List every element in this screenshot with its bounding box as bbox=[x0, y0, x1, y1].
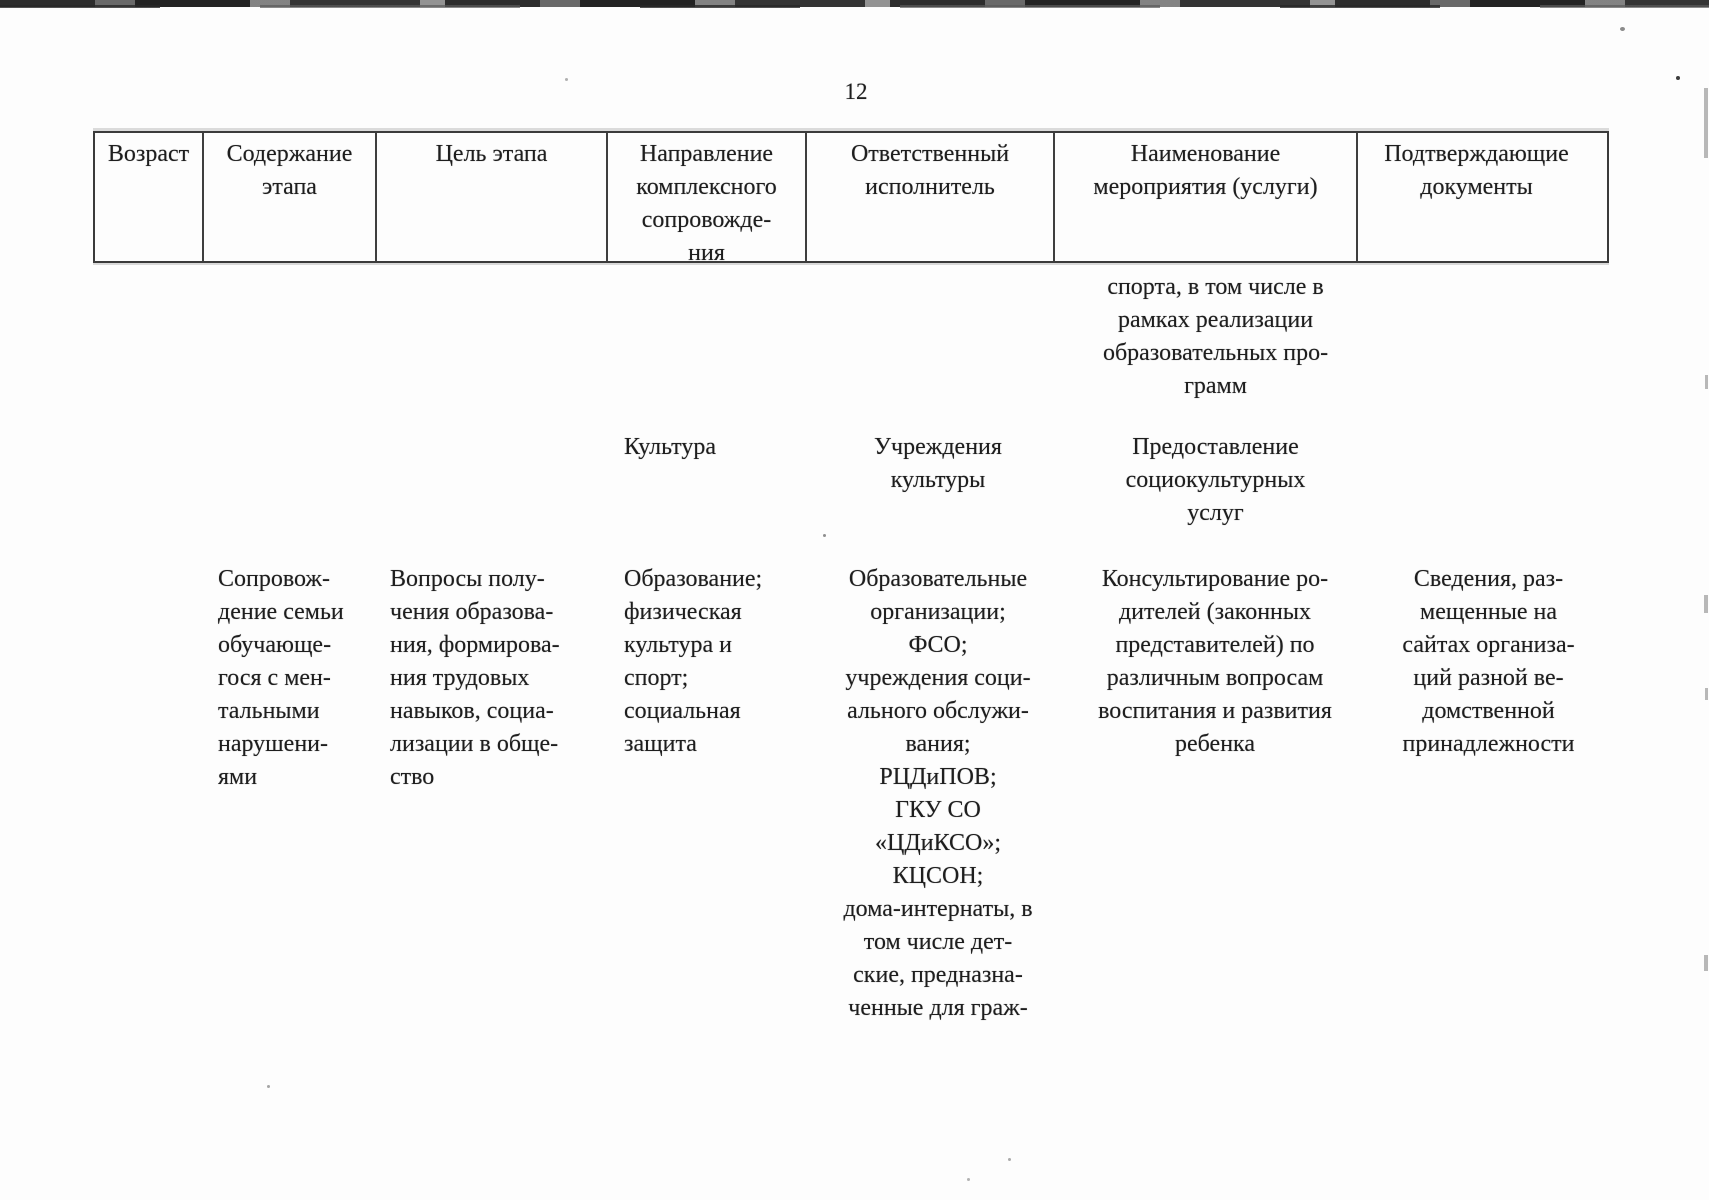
table-header-row: Возраст Содержание этапа Цель этапа Напр… bbox=[93, 131, 1609, 263]
cell-main-stage-goal: Вопросы полу- чения образова- ния, форми… bbox=[390, 566, 560, 790]
scan-artifact-top-edge bbox=[0, 0, 1709, 7]
cell-culture-direction: Культура bbox=[624, 434, 716, 460]
cell-main-activity-name: Консультирование ро- дителей (законных п… bbox=[1098, 566, 1332, 757]
scan-speck bbox=[267, 1085, 270, 1088]
scan-speck bbox=[1008, 1158, 1011, 1161]
cell-main-direction: Образование; физическая культура и спорт… bbox=[624, 566, 763, 757]
header-cell-age: Возраст bbox=[95, 133, 204, 261]
header-cell-stage-content: Содержание этапа bbox=[204, 133, 377, 261]
cell-culture-activity-name: Предоставление социокультурных услуг bbox=[1125, 434, 1306, 526]
header-cell-direction: Направление комплексного сопровожде- ния bbox=[608, 133, 807, 261]
scan-artifact-right-edge bbox=[1704, 88, 1708, 158]
cell-main-executor: Образовательные организации; ФСО; учрежд… bbox=[843, 566, 1033, 1021]
header-cell-activity-name: Наименование мероприятия (услуги) bbox=[1055, 133, 1358, 261]
header-cell-documents: Подтверждающие документы bbox=[1384, 141, 1569, 200]
cell-main-stage-content: Сопровож- дение семьи обучающе- гося с м… bbox=[218, 566, 344, 790]
scan-speck bbox=[1620, 27, 1625, 31]
cell-continuation-activity-name: спорта, в том числе в рамках реализации … bbox=[1102, 274, 1329, 399]
scan-artifact-right-edge bbox=[1705, 375, 1708, 389]
scan-speck bbox=[967, 1178, 970, 1181]
cell-culture-executor: Учреждения культуры bbox=[874, 434, 1002, 493]
cell-main-documents: Сведения, раз- мещенные на сайтах органи… bbox=[1402, 566, 1575, 757]
header-cell-stage-goal: Цель этапа bbox=[377, 133, 608, 261]
scan-speck bbox=[565, 78, 568, 81]
scan-speck bbox=[823, 534, 826, 537]
header-cell-executor: Ответственный исполнитель bbox=[807, 133, 1055, 261]
scan-artifact-right-edge bbox=[1704, 595, 1708, 613]
scan-speck bbox=[1676, 76, 1680, 80]
page-number: 12 bbox=[844, 79, 868, 104]
scan-artifact-right-edge bbox=[1705, 688, 1708, 700]
scan-artifact-top-edge-smudge bbox=[0, 5, 1709, 8]
scan-artifact-right-edge bbox=[1704, 955, 1708, 971]
